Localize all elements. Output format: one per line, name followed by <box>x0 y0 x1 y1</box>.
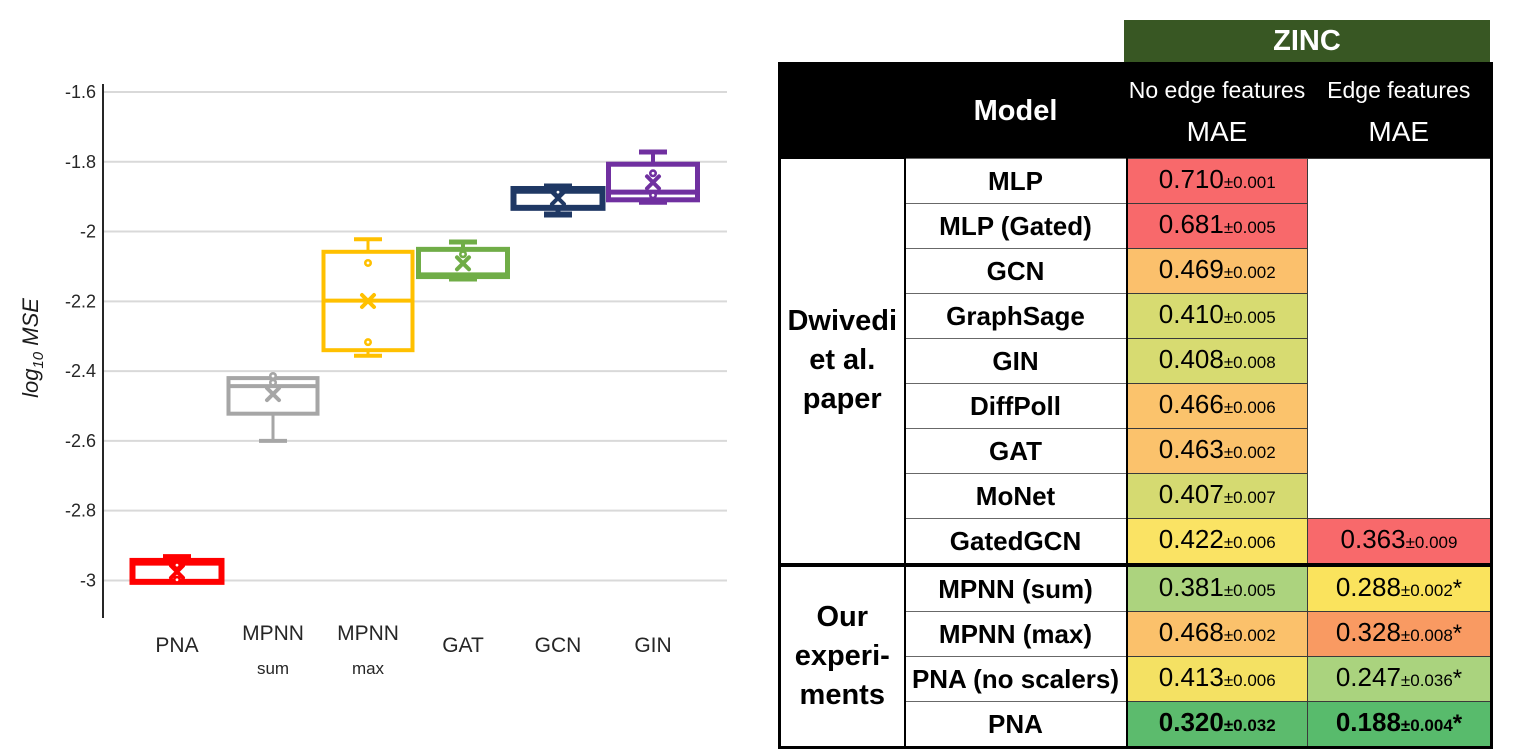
y-tick-label: -1.8 <box>65 152 96 172</box>
data-point-center <box>366 261 370 265</box>
x-category-label: GCN <box>535 634 582 657</box>
header-spacer <box>779 63 905 159</box>
model-name-cell: GCN <box>904 248 1128 294</box>
y-axis-title: log10 MSE <box>18 298 47 398</box>
mean-marker <box>265 386 281 403</box>
model-name-cell: MoNet <box>904 473 1128 519</box>
empty-edge-cell <box>1307 158 1492 519</box>
mae-no-edge-cell: 0.410±0.005 <box>1126 293 1308 339</box>
x-category-label: MPNN <box>242 622 304 645</box>
zinc-dataset-header: ZINC <box>1124 20 1490 62</box>
header-edge-mae: MAE <box>1368 116 1430 147</box>
x-category-label: MPNN <box>337 622 399 645</box>
data-point-center <box>271 374 275 378</box>
model-name-cell: DiffPoll <box>904 383 1128 429</box>
y-tick-label: -2 <box>80 222 96 242</box>
boxplot-svg: -1.6 -1.8 -2 -2.2 -2.4 -2.6 -2.8 -3 log10 MSE PNA… <box>18 82 727 678</box>
x-category-label: GAT <box>442 634 484 657</box>
data-point-center <box>556 190 560 194</box>
mae-no-edge-cell: 0.408±0.008 <box>1126 338 1308 384</box>
y-tick-label: -2.6 <box>65 431 96 451</box>
mae-no-edge-cell: 0.422±0.006 <box>1126 518 1308 566</box>
header-no-edge-mae: MAE <box>1186 116 1248 147</box>
mae-no-edge-cell: 0.469±0.002 <box>1126 248 1308 294</box>
mae-no-edge-cell: 0.468±0.002 <box>1126 611 1308 657</box>
y-tick-label: -2.2 <box>65 291 96 311</box>
data-point-center <box>175 578 179 582</box>
mae-edge-cell: 0.363±0.009 <box>1307 518 1492 566</box>
model-name-cell: MLP (Gated) <box>904 203 1128 249</box>
model-name-cell: MPNN (sum) <box>904 563 1128 612</box>
header-edge-label: Edge features <box>1327 77 1471 103</box>
mean-marker <box>455 255 471 272</box>
y-tick-label: -2.4 <box>65 361 96 381</box>
mean-marker <box>360 292 376 309</box>
header-model: Model <box>904 63 1127 159</box>
results-table: ZINC Model No edge features MAE Edge fea… <box>778 20 1493 749</box>
x-category-sublabel: sum <box>257 659 289 678</box>
mae-no-edge-cell: 0.463±0.002 <box>1126 428 1308 474</box>
data-point-center <box>651 171 655 175</box>
header-edge-features: Edge features MAE <box>1307 63 1492 159</box>
mae-no-edge-cell: 0.381±0.005 <box>1126 563 1308 612</box>
y-tick-label: -2.8 <box>65 501 96 521</box>
data-point-center <box>175 563 179 567</box>
data-point-center <box>461 252 465 256</box>
boxplot-chart: -1.6 -1.8 -2 -2.2 -2.4 -2.6 -2.8 -3 log10 MSE PNA… <box>0 0 760 720</box>
model-name-cell: PNA (no scalers) <box>904 656 1128 702</box>
x-category-label: PNA <box>155 634 198 657</box>
table-header-row: Model No edge features MAE Edge features… <box>779 63 1492 159</box>
x-category-label: GIN <box>634 634 671 657</box>
x-category-sublabel: max <box>352 659 385 678</box>
mae-edge-cell: 0.328±0.008* <box>1307 611 1492 657</box>
mae-no-edge-cell: 0.681±0.005 <box>1126 203 1308 249</box>
data-point-center <box>271 381 275 385</box>
model-name-cell: GatedGCN <box>904 518 1128 566</box>
mean-marker <box>645 174 661 191</box>
model-name-cell: MPNN (max) <box>904 611 1128 657</box>
mae-no-edge-cell: 0.320±0.032 <box>1126 701 1308 748</box>
mae-edge-cell: 0.247±0.036* <box>1307 656 1492 702</box>
model-name-cell: GraphSage <box>904 293 1128 339</box>
mae-no-edge-cell: 0.466±0.006 <box>1126 383 1308 429</box>
mae-no-edge-cell: 0.710±0.001 <box>1126 158 1308 204</box>
model-name-cell: GAT <box>904 428 1128 474</box>
model-name-cell: PNA <box>904 701 1128 748</box>
mae-no-edge-cell: 0.413±0.006 <box>1126 656 1308 702</box>
mae-table: Model No edge features MAE Edge features… <box>778 62 1493 749</box>
header-no-edge-label: No edge features <box>1128 77 1306 103</box>
mae-edge-cell: 0.188±0.004* <box>1307 701 1492 748</box>
mean-marker <box>550 190 566 207</box>
box-gin <box>606 161 700 203</box>
y-tick-label: -3 <box>80 570 96 590</box>
header-no-edge-features: No edge features MAE <box>1126 63 1308 159</box>
model-name-cell: GIN <box>904 338 1128 384</box>
mae-edge-cell: 0.288±0.002* <box>1307 563 1492 612</box>
mae-no-edge-cell: 0.407±0.007 <box>1126 473 1308 519</box>
data-point-center <box>651 193 655 197</box>
data-point-center <box>366 340 370 344</box>
mean-marker <box>169 563 185 580</box>
y-tick-label: -1.6 <box>65 82 96 102</box>
model-name-cell: MLP <box>904 158 1128 204</box>
